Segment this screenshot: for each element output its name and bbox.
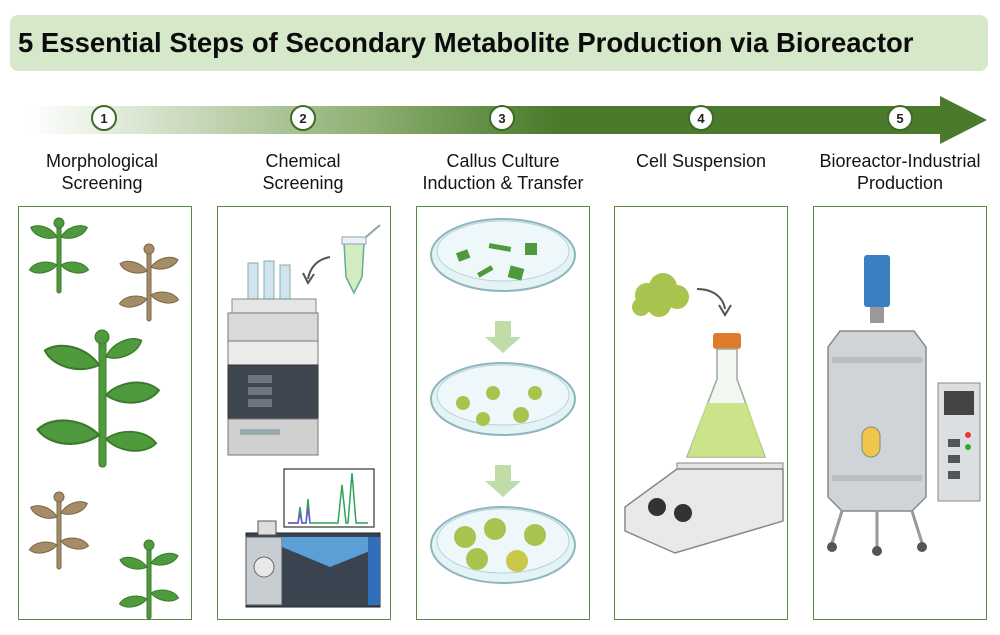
control-panel-icon (937, 382, 981, 502)
down-arrow-icon (485, 465, 521, 497)
panel-cell-suspension (614, 206, 788, 620)
step-2-label: Chemical Screening (262, 151, 344, 193)
erlenmeyer-flask-icon (685, 333, 767, 458)
down-arrow-icon (485, 321, 521, 353)
title-banner: 5 Essential Steps of Secondary Metabolit… (10, 15, 988, 71)
step-5-badge: 5 (887, 105, 913, 131)
panel-morphological-screening (18, 206, 192, 620)
plant-icon (28, 217, 90, 294)
panel-callus-culture (416, 206, 590, 620)
hplc-instrument-icon (227, 260, 319, 456)
microtube-icon (341, 224, 381, 295)
step-5-label: Bioreactor-Industrial Production (819, 151, 981, 193)
panel-bioreactor (813, 206, 987, 620)
stirrer-plate-icon (624, 462, 784, 554)
petri-dish-icon (430, 506, 576, 584)
step-4-label: Cell Suspension (635, 151, 767, 171)
arrow-icon (307, 256, 331, 280)
petri-dish-icon (430, 218, 576, 292)
bioreactor-icon (827, 255, 927, 556)
petri-dish-icon (430, 362, 576, 436)
step-2-badge: 2 (290, 105, 316, 131)
panel-chemical-screening (217, 206, 391, 620)
dried-plant-icon (28, 491, 90, 570)
mass-spectrometer-icon (245, 520, 381, 608)
step-1-label: Morphological Screening (45, 151, 159, 193)
plant-icon (35, 329, 161, 468)
step-3-label: Callus Culture Induction & Transfer (422, 151, 584, 193)
arrow-icon (696, 288, 726, 310)
plant-icon (118, 539, 180, 620)
step-3-badge: 3 (489, 105, 515, 131)
callus-icon (632, 273, 689, 317)
dried-plant-icon (118, 243, 180, 322)
step-1-badge: 1 (91, 105, 117, 131)
chromatogram-icon (283, 468, 375, 528)
step-4-badge: 4 (688, 105, 714, 131)
page-title: 5 Essential Steps of Secondary Metabolit… (18, 27, 914, 58)
